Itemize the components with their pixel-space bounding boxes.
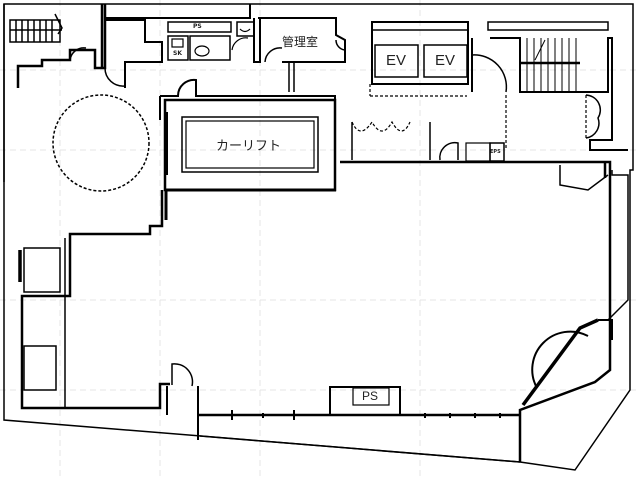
site-boundary xyxy=(3,3,634,471)
turntable-circle xyxy=(52,94,150,192)
management-office-label: 管理室 xyxy=(282,35,319,49)
ev-1-box xyxy=(374,44,419,78)
car-lift-label: カーリフト xyxy=(216,139,282,154)
ev-2-box xyxy=(423,44,468,78)
ps-top-label: PS xyxy=(193,23,202,30)
car-lift-inner xyxy=(185,120,315,169)
eps-label: EPS xyxy=(490,149,501,155)
ev-1-label: EV xyxy=(386,52,407,69)
car-lift-outer xyxy=(181,116,319,173)
ps-bottom-label: PS xyxy=(362,389,379,403)
ev-2-label: EV xyxy=(435,52,456,69)
ps-top-box xyxy=(167,21,232,33)
stair-right xyxy=(519,38,580,92)
sk-label: SK xyxy=(173,50,182,57)
stair-top-left xyxy=(9,13,63,43)
